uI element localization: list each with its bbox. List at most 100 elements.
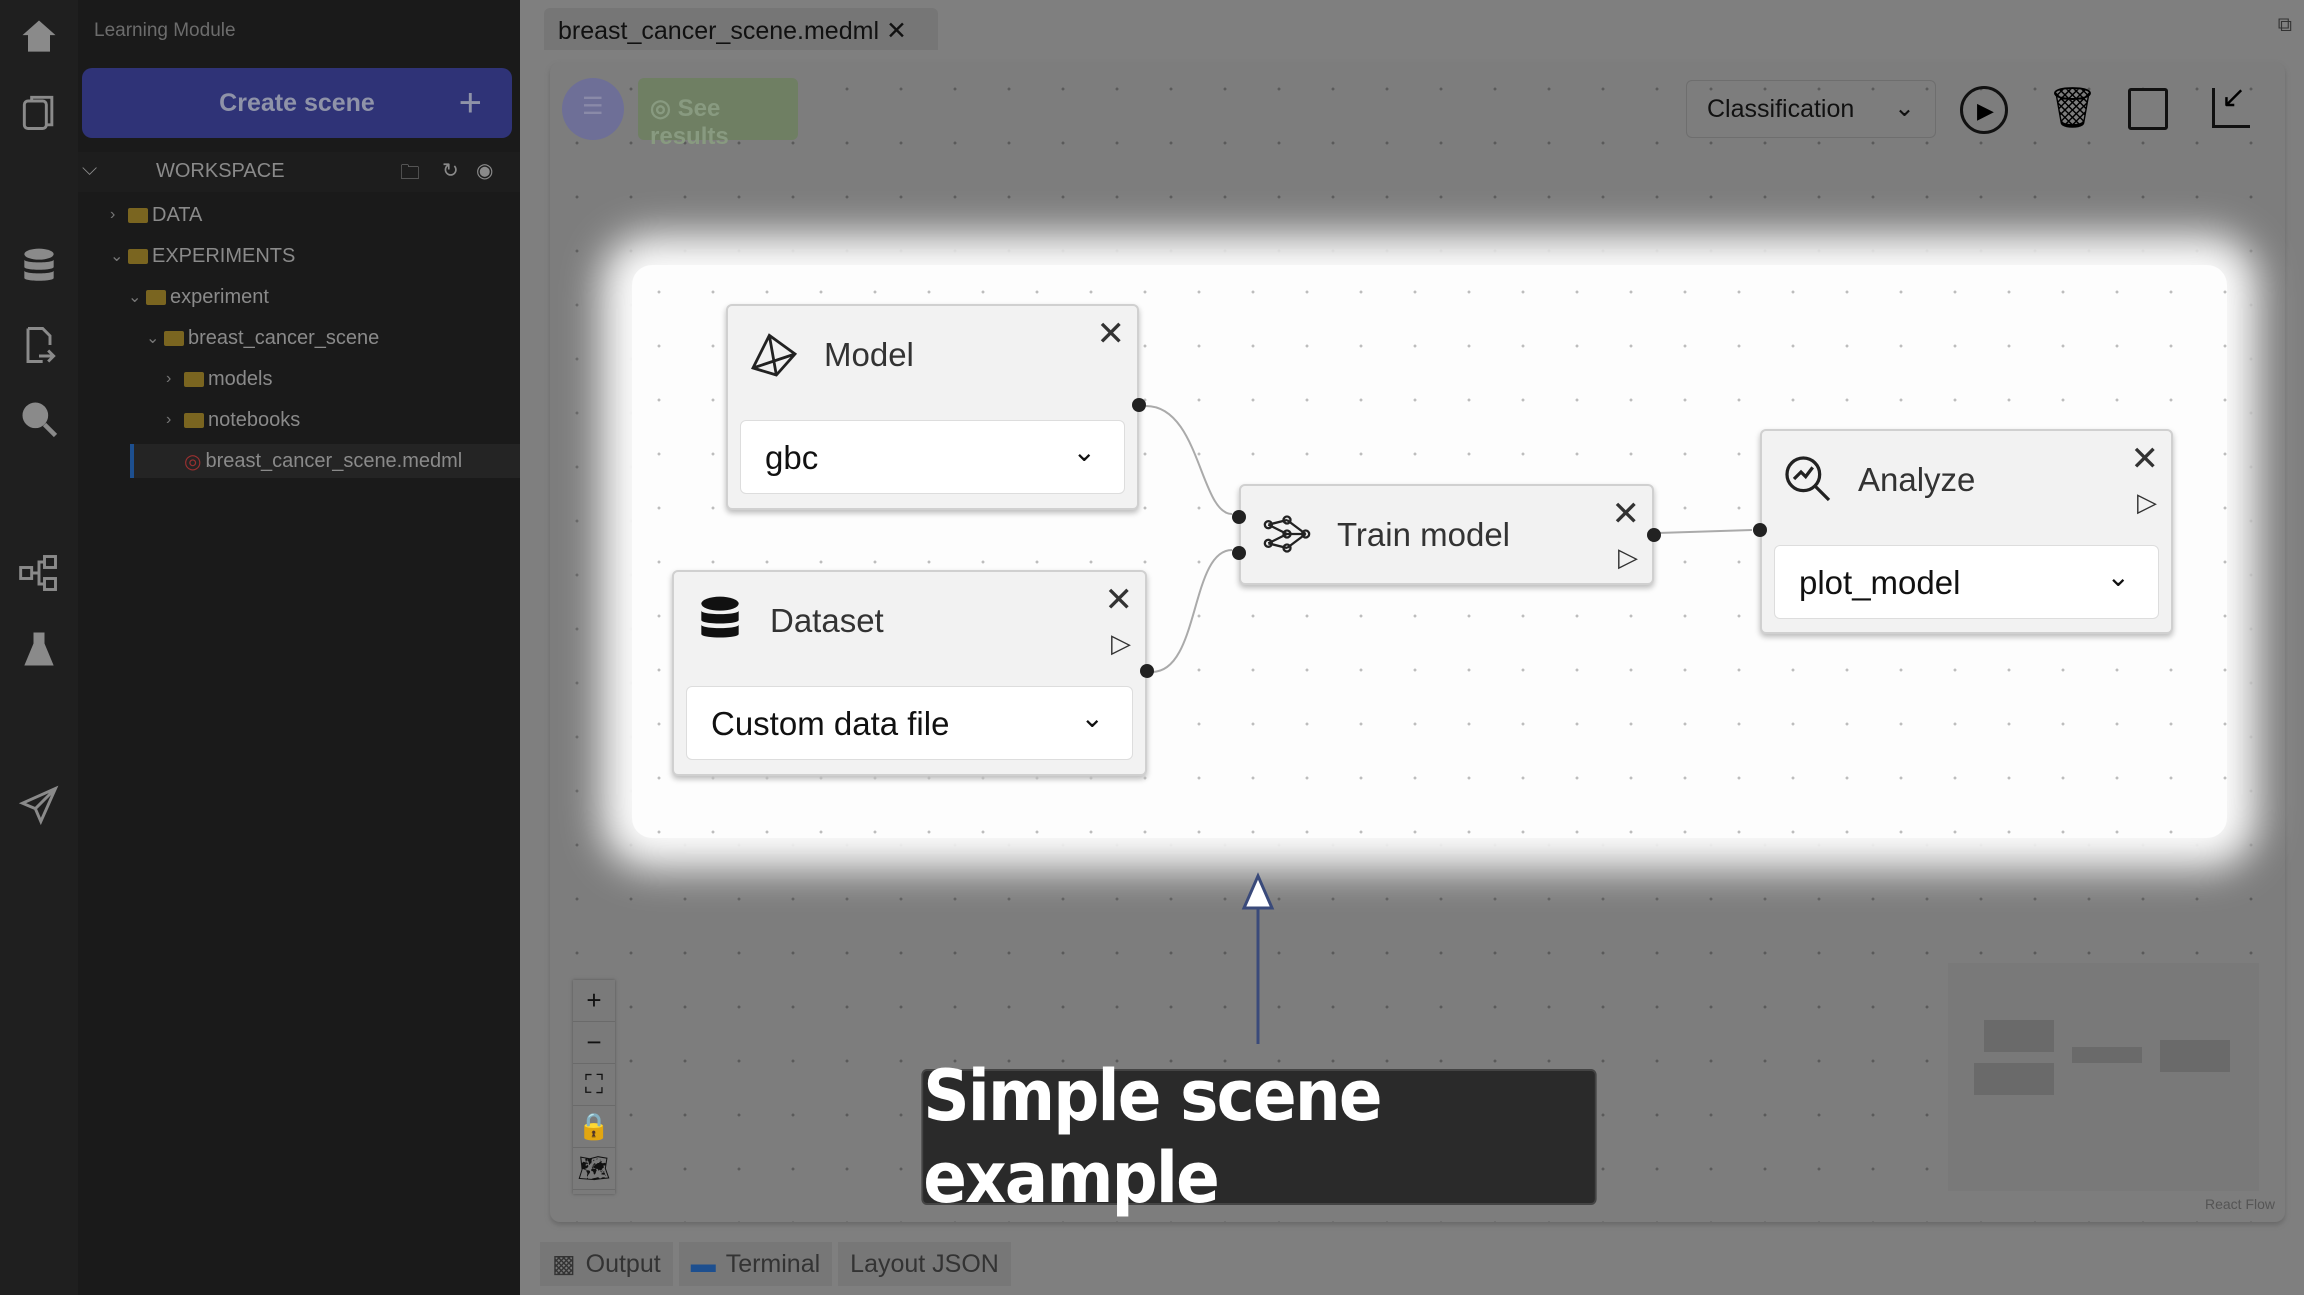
run-node-icon[interactable]: ▷ xyxy=(2137,487,2157,517)
analyze-icon xyxy=(1785,456,1831,502)
close-icon[interactable]: ✕ xyxy=(1104,581,1134,619)
export-icon[interactable]: ↙ xyxy=(2212,81,2250,128)
node-model[interactable]: Model ✕ gbc⌄ xyxy=(726,304,1146,510)
input-handle[interactable] xyxy=(1753,523,1767,537)
model-select[interactable]: gbc⌄ xyxy=(740,420,1125,494)
sidebar: Learning Module Create scene + ⌵ WORKSPAC… xyxy=(78,0,520,1295)
close-icon[interactable]: ✕ xyxy=(2130,440,2160,478)
popout-icon[interactable]: ⧉ xyxy=(2277,14,2292,36)
network-icon xyxy=(751,333,798,377)
terminal-icon: ▬ xyxy=(690,1249,716,1278)
node-dataset[interactable]: Dataset ✕ ▷ Custom data file⌄ xyxy=(672,570,1154,776)
tree-label: breast_cancer_scene.medml xyxy=(205,449,463,472)
output-handle[interactable] xyxy=(1132,398,1146,412)
node-title: Model xyxy=(824,336,914,373)
folder-icon xyxy=(128,248,148,264)
tree-label: DATA xyxy=(152,203,203,226)
tab-label: breast_cancer_scene.medml xyxy=(558,17,879,45)
ml-type-value: Classification xyxy=(1707,95,1855,123)
close-icon[interactable]: ✕ xyxy=(885,17,907,45)
run-node-icon[interactable]: ▷ xyxy=(1618,542,1638,572)
arrow-up-icon xyxy=(1241,872,1275,1044)
zoom-in-button[interactable]: + xyxy=(573,980,615,1022)
create-scene-label: Create scene xyxy=(219,88,375,117)
minimap[interactable] xyxy=(1948,963,2259,1191)
tab-label: Terminal xyxy=(725,1249,821,1278)
tree-item-experiment[interactable]: ⌄experiment xyxy=(128,285,269,308)
react-flow-attribution[interactable]: React Flow xyxy=(2205,1196,2276,1212)
new-folder-icon[interactable]: 🗀 xyxy=(400,162,420,184)
tab-label: Output xyxy=(585,1249,661,1278)
refresh-icon[interactable]: ↻ xyxy=(442,160,459,182)
fit-view-button[interactable]: ⛶ xyxy=(573,1064,615,1106)
home-icon[interactable] xyxy=(12,10,66,64)
tree-item-models[interactable]: ›models xyxy=(166,367,273,390)
pages-icon[interactable] xyxy=(12,85,66,139)
tab-scene-file[interactable]: breast_cancer_scene.medml ✕ xyxy=(544,8,938,50)
database-icon xyxy=(701,596,739,638)
map-button[interactable]: 🗺 xyxy=(573,1148,615,1190)
input-handle[interactable] xyxy=(1232,510,1246,524)
flask-icon[interactable] xyxy=(12,622,66,676)
trash-icon[interactable]: 🗑 xyxy=(2047,86,2098,130)
activity-bar xyxy=(0,0,78,1295)
tree-item-data[interactable]: ›DATA xyxy=(110,203,203,226)
plus-icon: + xyxy=(458,80,482,125)
eye-icon: ◎ xyxy=(650,95,671,122)
edge-dataset-train xyxy=(1151,549,1233,673)
see-results-label: See results xyxy=(650,95,729,150)
output-handle[interactable] xyxy=(1647,528,1661,542)
list-icon: ☰ xyxy=(582,93,604,120)
output-handle[interactable] xyxy=(1140,664,1154,678)
flow-scene-icon[interactable] xyxy=(12,546,66,600)
tab-layout-json[interactable]: Layout JSON xyxy=(838,1242,1011,1286)
input-handle[interactable] xyxy=(1232,546,1246,560)
ml-type-select[interactable]: Classification ⌄ xyxy=(1686,80,1936,138)
node-title: Dataset xyxy=(770,602,884,639)
eye-off-icon[interactable]: ◉ xyxy=(476,160,494,182)
node-train-model[interactable]: Train model ✕ ▷ xyxy=(1232,484,1661,585)
analysis-search-icon[interactable] xyxy=(12,392,66,446)
tree-label: EXPERIMENTS xyxy=(152,244,296,267)
chevron-down-icon: ⌄ xyxy=(2106,561,2130,592)
tree-item-scene-file[interactable]: ◎breast_cancer_scene.medml xyxy=(130,444,520,478)
workspace-header[interactable]: ⌵ WORKSPACE 🗀 ↻ ◉ xyxy=(78,152,520,192)
dataset-select[interactable]: Custom data file⌄ xyxy=(686,686,1133,760)
create-scene-button[interactable]: Create scene + xyxy=(82,68,512,138)
zoom-controls: + − ⛶ 🔒 🗺 xyxy=(573,980,615,1194)
folder-icon xyxy=(128,207,148,223)
send-icon[interactable] xyxy=(12,778,66,832)
folder-icon xyxy=(184,412,204,428)
target-icon: ◎ xyxy=(184,450,202,473)
workspace-label: WORKSPACE xyxy=(156,160,285,182)
menu-button[interactable]: ☰ xyxy=(562,78,624,140)
tree-item-scene-folder[interactable]: ⌄breast_cancer_scene xyxy=(146,326,380,349)
database-icon[interactable] xyxy=(12,240,66,294)
tree-item-experiments[interactable]: ⌄EXPERIMENTS xyxy=(110,244,296,267)
run-node-icon[interactable]: ▷ xyxy=(1111,628,1131,658)
tab-output[interactable]: ▩Output xyxy=(540,1242,673,1286)
tree-label: breast_cancer_scene xyxy=(188,326,380,349)
analyze-select[interactable]: plot_model⌄ xyxy=(1774,545,2159,619)
edge-model-train xyxy=(1145,405,1233,515)
folder-icon xyxy=(164,330,184,346)
module-title: Learning Module xyxy=(94,20,236,41)
node-title: Analyze xyxy=(1858,461,1976,498)
file-export-icon[interactable] xyxy=(12,318,66,372)
lock-button[interactable]: 🔒 xyxy=(573,1106,615,1148)
bottom-panel-tabs: ▩Output ▬ Terminal Layout JSON xyxy=(540,1242,1011,1286)
tree-item-notebooks[interactable]: ›notebooks xyxy=(166,408,301,431)
close-icon[interactable]: ✕ xyxy=(1611,495,1641,533)
save-icon[interactable] xyxy=(2128,88,2168,130)
tab-terminal[interactable]: ▬ Terminal xyxy=(678,1242,833,1286)
close-icon[interactable]: ✕ xyxy=(1096,315,1126,353)
tab-label: Layout JSON xyxy=(850,1249,999,1278)
zoom-out-button[interactable]: − xyxy=(573,1022,615,1064)
chevron-down-icon: ⌄ xyxy=(1072,436,1096,467)
node-title: Train model xyxy=(1337,516,1511,553)
node-analyze[interactable]: Analyze ✕ ▷ plot_model⌄ xyxy=(1753,429,2173,634)
chevron-down-icon: ⌄ xyxy=(1894,94,1915,122)
see-results-button[interactable]: ◎ See results xyxy=(638,78,798,150)
run-button[interactable]: ▶ xyxy=(1960,86,2008,134)
